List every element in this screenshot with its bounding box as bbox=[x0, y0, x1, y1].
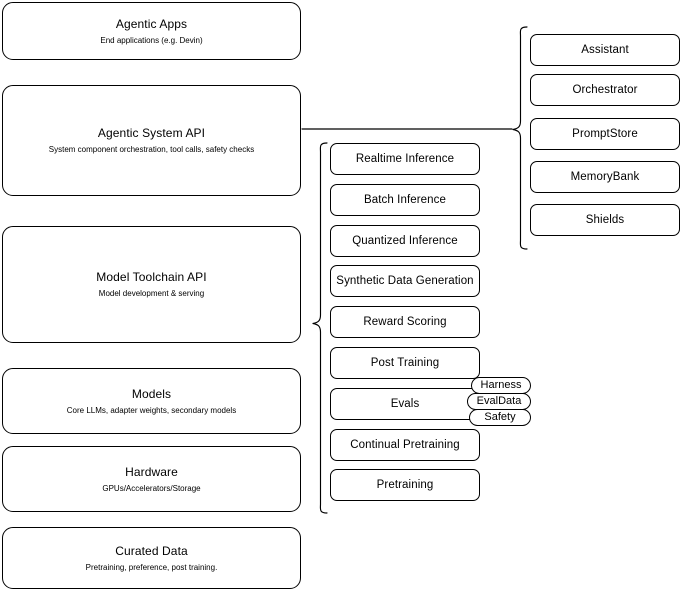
capability-label: Realtime Inference bbox=[355, 152, 455, 165]
component-label: PromptStore bbox=[572, 127, 638, 140]
component-box-shields[interactable]: Shields bbox=[530, 204, 680, 236]
capability-label: Batch Inference bbox=[363, 193, 447, 206]
bracket-toolchain-capabilities bbox=[312, 142, 328, 514]
component-label: Orchestrator bbox=[572, 83, 638, 96]
eval-badge-label: EvalData bbox=[476, 395, 522, 407]
component-label: Assistant bbox=[581, 43, 629, 56]
bracket-system-components bbox=[512, 26, 528, 250]
capability-box-pretraining[interactable]: Pretraining bbox=[330, 469, 480, 501]
layer-box-agentic-system-api[interactable]: Agentic System API System component orch… bbox=[2, 85, 301, 196]
layer-subtitle: Core LLMs, adapter weights, secondary mo… bbox=[66, 405, 237, 415]
eval-badge-evaldata[interactable]: EvalData bbox=[467, 393, 531, 410]
eval-badge-label: Safety bbox=[484, 411, 516, 423]
layer-box-curated-data[interactable]: Curated Data Pretraining, preference, po… bbox=[2, 527, 301, 589]
component-label: Shields bbox=[585, 213, 625, 226]
component-label: MemoryBank bbox=[570, 170, 640, 183]
layer-subtitle: System component orchestration, tool cal… bbox=[48, 145, 255, 154]
capability-box-evals[interactable]: Evals bbox=[330, 388, 480, 420]
capability-box-reward-scoring[interactable]: Reward Scoring bbox=[330, 306, 480, 338]
capability-label: Quantized Inference bbox=[352, 234, 458, 247]
eval-badge-safety[interactable]: Safety bbox=[469, 409, 531, 426]
component-box-assistant[interactable]: Assistant bbox=[530, 34, 680, 66]
capability-label: Synthetic Data Generation bbox=[336, 274, 474, 287]
capability-box-synthetic-data-generation[interactable]: Synthetic Data Generation bbox=[330, 265, 480, 297]
layer-title: Agentic System API bbox=[97, 126, 206, 140]
layer-title: Agentic Apps bbox=[115, 16, 188, 31]
capability-label: Pretraining bbox=[376, 478, 434, 491]
capability-box-continual-pretraining[interactable]: Continual Pretraining bbox=[330, 429, 480, 461]
capability-label: Reward Scoring bbox=[363, 315, 447, 328]
layer-title: Model Toolchain API bbox=[96, 270, 207, 284]
capability-box-batch-inference[interactable]: Batch Inference bbox=[330, 184, 480, 216]
layer-box-hardware[interactable]: Hardware GPUs/Accelerators/Storage bbox=[2, 446, 301, 512]
component-box-orchestrator[interactable]: Orchestrator bbox=[530, 74, 680, 106]
capability-box-quantized-inference[interactable]: Quantized Inference bbox=[330, 225, 480, 257]
component-box-promptstore[interactable]: PromptStore bbox=[530, 118, 680, 150]
layer-subtitle: GPUs/Accelerators/Storage bbox=[102, 483, 201, 493]
capability-label: Evals bbox=[390, 397, 420, 410]
capability-label: Post Training bbox=[370, 356, 440, 369]
layer-title: Models bbox=[131, 386, 172, 401]
capability-label: Continual Pretraining bbox=[350, 438, 460, 451]
layer-box-models[interactable]: Models Core LLMs, adapter weights, secon… bbox=[2, 368, 301, 434]
layer-box-agentic-apps[interactable]: Agentic Apps End applications (e.g. Devi… bbox=[2, 2, 301, 60]
layer-subtitle: End applications (e.g. Devin) bbox=[100, 35, 203, 45]
layer-subtitle: Model development & serving bbox=[98, 289, 205, 298]
capability-box-post-training[interactable]: Post Training bbox=[330, 347, 480, 379]
layer-subtitle: Pretraining, preference, post training. bbox=[85, 562, 218, 572]
eval-badge-harness[interactable]: Harness bbox=[471, 377, 531, 394]
capability-box-realtime-inference[interactable]: Realtime Inference bbox=[330, 143, 480, 175]
layer-title: Curated Data bbox=[115, 543, 188, 558]
eval-badge-label: Harness bbox=[480, 379, 522, 391]
layer-box-model-toolchain-api[interactable]: Model Toolchain API Model development & … bbox=[2, 226, 301, 343]
layer-title: Hardware bbox=[125, 464, 178, 479]
component-box-memorybank[interactable]: MemoryBank bbox=[530, 161, 680, 193]
